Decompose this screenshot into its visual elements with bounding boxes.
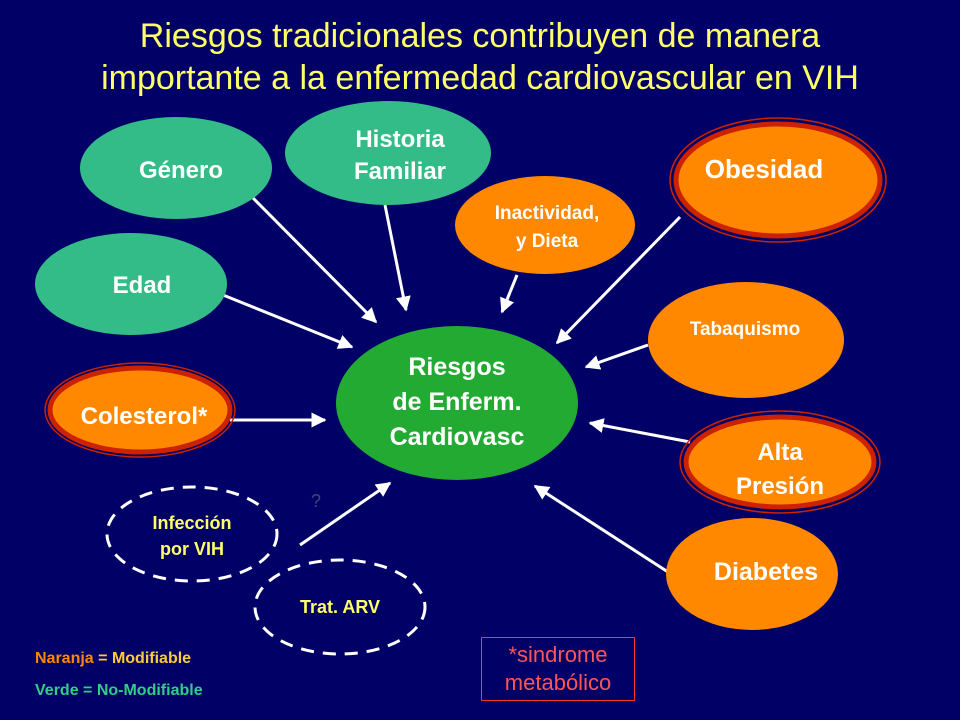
alta-presion-node-outer-ring: [679, 410, 881, 514]
slide-title-line-2: importante a la enfermedad cardiovascula…: [101, 59, 859, 97]
arrow-trat-arv: [299, 481, 392, 547]
colesterol-node-outer-ring: [44, 362, 236, 458]
infeccion-vih-node: [105, 485, 279, 583]
arrow-historia: [383, 204, 411, 312]
center-line-3: Cardiovasc: [389, 423, 525, 451]
trat-arv-label: Trat. ARV: [299, 597, 381, 617]
edad-label: Edad: [112, 272, 172, 299]
obesidad-label: Obesidad: [704, 154, 824, 184]
tabaquismo-node: [648, 282, 844, 398]
colesterol-node: [47, 365, 233, 455]
inactividad-line-1: Inactividad,: [494, 203, 600, 224]
question-mark: ?: [310, 491, 321, 511]
inactividad-node: [455, 176, 635, 274]
arrow-tabaquismo: [584, 343, 649, 370]
legend-non-modifiable: Verde = No-Modifiable: [35, 682, 203, 699]
infeccion-vih-label: Infección por VIH: [112, 510, 272, 562]
legend-modifiable: Naranja = Modifiable: [35, 650, 191, 668]
legend-naranja-word: Naranja: [35, 650, 94, 667]
legend-naranja-rest: = Modifiable: [98, 650, 192, 667]
slide-title-line-1: Riesgos tradicionales contribuyen de man…: [139, 17, 821, 55]
metabolic-syndrome-note: *sindrome metabólico: [481, 637, 635, 701]
diabetes-label: Diabetes: [713, 558, 819, 586]
historia-line-2: Familiar: [353, 158, 447, 185]
inactividad-line-2: y Dieta: [515, 231, 579, 252]
center-label: Riesgos de Enferm. Cardiovasc: [347, 350, 567, 455]
arrow-inactividad: [500, 274, 519, 314]
genero-node: [80, 117, 272, 219]
alta-presion-line-2: Presión: [735, 473, 825, 500]
alta-presion-label: Alta Presión: [688, 436, 872, 504]
arrow-alta-presion: [588, 418, 691, 444]
center-line-1: Riesgos: [408, 353, 506, 381]
historia-line-1: Historia: [355, 126, 445, 153]
inactividad-label: Inactividad, y Dieta: [462, 200, 632, 256]
arrow-genero: [248, 193, 378, 324]
alta-presion-node: [683, 414, 877, 510]
historia-familiar-node: [285, 101, 491, 205]
alta-presion-line-1: Alta: [757, 439, 803, 466]
center-node: [336, 326, 578, 480]
obesidad-node-outer-ring: [669, 117, 887, 243]
arrow-obesidad: [555, 215, 682, 345]
infeccion-line-1: Infección: [152, 513, 232, 533]
center-line-2: de Enferm.: [392, 388, 522, 416]
colesterol-label: Colesterol*: [80, 403, 208, 430]
arrow-diabetes: [533, 484, 669, 574]
trat-arv-node: [253, 558, 427, 656]
edad-node: [35, 233, 227, 335]
historia-familiar-label: Historia Familiar: [300, 124, 500, 188]
tabaquismo-label: Tabaquismo: [689, 319, 801, 340]
note-line-1: *sindrome: [508, 642, 608, 667]
arrow-edad: [222, 293, 354, 349]
genero-label: Género: [138, 157, 224, 184]
obesidad-node: [673, 121, 883, 239]
note-line-2: metabólico: [504, 670, 612, 695]
diabetes-node: [666, 518, 838, 630]
infeccion-line-2: por VIH: [159, 539, 224, 559]
